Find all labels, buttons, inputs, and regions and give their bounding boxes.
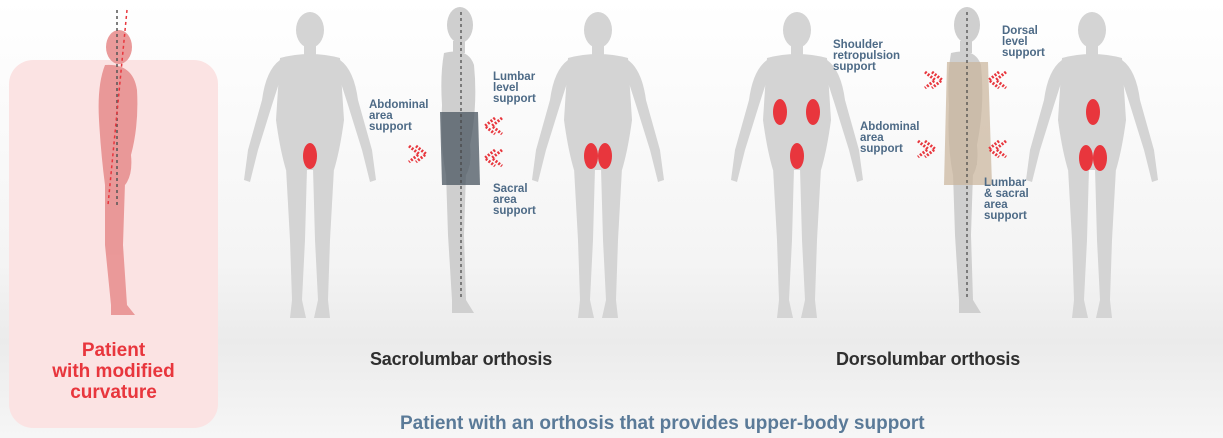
pressure-point-dorso-abdomen [790, 143, 804, 169]
pressure-point-lumbar-left [584, 143, 598, 169]
arrow-lumbar [485, 118, 502, 134]
dorsolumbar-brace [944, 62, 992, 185]
arrow-sacral [485, 150, 502, 166]
arrow-shoulder [925, 72, 942, 88]
dorsolumbar-title: Dorsolumbar orthosis [836, 349, 1020, 370]
pressure-point-dorso-lumbar-left [1079, 145, 1093, 171]
arrow-dorso-abdominal [918, 141, 935, 157]
pressure-point-lumbar-right [598, 143, 612, 169]
sacrolumbar-title: Sacrolumbar orthosis [370, 349, 552, 370]
pressure-point-abdomen [303, 143, 317, 169]
dorsolumbar-back-figure [1026, 12, 1158, 318]
arrow-dorsal [989, 72, 1006, 88]
arrow-abdominal [409, 146, 426, 162]
patient-label: Patient with modified curvature [9, 340, 218, 403]
sacrolumbar-brace [440, 112, 480, 185]
pressure-point-dorsal [1086, 99, 1100, 125]
sacrolumbar-back-figure [532, 12, 664, 318]
callout-abdominal-area-dorso: Abdominal area support [860, 122, 919, 155]
bottom-caption: Patient with an orthosis that provides u… [400, 413, 1020, 435]
callout-sacral-area: Sacral area support [493, 184, 536, 217]
callout-dorsal-level: Dorsal level support [1002, 26, 1045, 59]
callout-abdominal-area: Abdominal area support [369, 100, 428, 133]
arrow-dorso-lumbar [989, 141, 1006, 157]
pressure-point-chest-left [773, 99, 787, 125]
pressure-point-chest-right [806, 99, 820, 125]
callout-shoulder-retropulsion: Shoulder retropulsion support [833, 40, 900, 73]
callout-lumbar-level: Lumbar level support [493, 72, 536, 105]
pressure-point-dorso-lumbar-right [1093, 145, 1107, 171]
callout-lumbar-sacral-area: Lumbar & sacral area support [984, 178, 1029, 222]
patient-side-figure [99, 30, 138, 315]
